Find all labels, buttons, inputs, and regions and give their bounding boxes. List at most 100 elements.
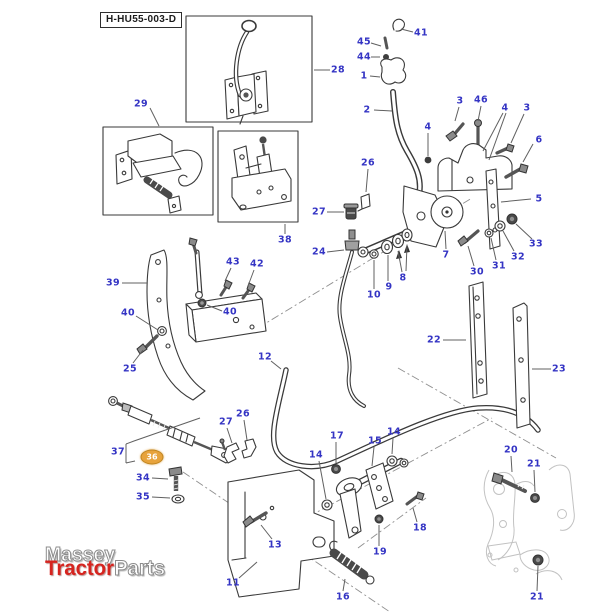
left-bracket-assembly (136, 237, 267, 401)
part-label-5[interactable]: 5 (535, 193, 543, 205)
inset-box-29 (102, 126, 214, 216)
part-label-21[interactable]: 21 (529, 591, 545, 603)
support-bracket-11 (227, 469, 335, 598)
knob-1 (380, 57, 407, 85)
part-label-10[interactable]: 10 (366, 289, 382, 301)
part-label-3[interactable]: 3 (523, 102, 531, 114)
leader-line (260, 524, 273, 540)
part-label-18[interactable]: 18 (412, 522, 428, 534)
part-label-37[interactable]: 37 (110, 446, 126, 458)
pin-45 (383, 36, 389, 50)
part-label-35[interactable]: 35 (135, 491, 151, 503)
part-label-41[interactable]: 41 (413, 27, 429, 39)
leader-line (369, 75, 381, 78)
part-label-13[interactable]: 13 (267, 539, 283, 551)
bolt-20 (500, 478, 527, 493)
leader-line (151, 496, 171, 499)
part-label-42[interactable]: 42 (249, 258, 265, 270)
leader-line (444, 230, 447, 250)
part-label-12[interactable]: 12 (257, 351, 273, 363)
part-label-19[interactable]: 19 (372, 546, 388, 558)
part-label-25[interactable]: 25 (122, 363, 138, 375)
leader-lines (122, 28, 551, 592)
part-label-40[interactable]: 40 (222, 306, 238, 318)
part-label-23[interactable]: 23 (551, 363, 567, 375)
leader-line (151, 477, 169, 480)
part-label-38[interactable]: 38 (277, 234, 293, 246)
fasteners-bottom-right (491, 472, 544, 566)
inset-box-38 (217, 130, 299, 223)
leader-line (482, 112, 504, 152)
part-label-14[interactable]: 14 (308, 449, 324, 461)
leader-line (391, 437, 394, 455)
part-label-21[interactable]: 21 (526, 458, 542, 470)
part-label-6[interactable]: 6 (535, 134, 543, 146)
pivot-bracket-cluster (424, 119, 529, 250)
highlighted-part-marker[interactable]: 36 (140, 449, 164, 465)
part-label-30[interactable]: 30 (469, 266, 485, 278)
leader-line (243, 419, 248, 441)
part-label-43[interactable]: 43 (225, 256, 241, 268)
leader-line (454, 106, 460, 122)
leader-line (206, 304, 223, 312)
gear-lever-assembly (343, 18, 464, 259)
inset-box-28 (185, 15, 313, 125)
part-label-11[interactable]: 11 (225, 577, 241, 589)
part-label-29[interactable]: 29 (133, 98, 149, 110)
part-label-9[interactable]: 9 (385, 281, 393, 293)
leader-line (125, 460, 136, 464)
part-label-7[interactable]: 7 (442, 249, 450, 261)
leader-line (226, 427, 233, 444)
part-label-16[interactable]: 16 (335, 591, 351, 603)
part-label-28[interactable]: 28 (330, 64, 346, 76)
clip-26 (357, 193, 371, 212)
part-label-39[interactable]: 39 (105, 277, 121, 289)
part-label-27[interactable]: 27 (218, 416, 234, 428)
leader-line (536, 565, 539, 592)
leader-line (224, 267, 232, 282)
part-label-17[interactable]: 17 (329, 430, 345, 442)
leader-line (510, 455, 513, 473)
part-label-26[interactable]: 26 (235, 408, 251, 420)
part-label-45[interactable]: 45 (356, 36, 372, 48)
part-label-8[interactable]: 8 (399, 272, 407, 284)
part-label-24[interactable]: 24 (311, 246, 327, 258)
part-label-27[interactable]: 27 (311, 206, 327, 218)
part-label-31[interactable]: 31 (491, 260, 507, 272)
leader-line (370, 42, 382, 47)
leader-line (533, 469, 536, 493)
leader-line (488, 112, 507, 161)
brand-tractor: Tractor (45, 557, 115, 580)
washer-32 (494, 220, 506, 232)
leader-line (371, 446, 375, 467)
part-label-22[interactable]: 22 (426, 334, 442, 346)
part-label-4[interactable]: 4 (501, 102, 509, 114)
part-label-33[interactable]: 33 (528, 238, 544, 250)
part-label-26[interactable]: 26 (360, 157, 376, 169)
part-label-20[interactable]: 20 (503, 444, 519, 456)
mount-bars (468, 281, 531, 429)
leader-line (522, 143, 534, 163)
part-label-34[interactable]: 34 (135, 472, 151, 484)
part-label-14[interactable]: 14 (386, 426, 402, 438)
leader-line (326, 249, 345, 253)
part-label-3[interactable]: 3 (456, 95, 464, 107)
clip-41 (392, 18, 405, 32)
part-label-4[interactable]: 4 (424, 121, 432, 133)
part-label-40[interactable]: 40 (120, 307, 136, 319)
part-label-46[interactable]: 46 (473, 94, 489, 106)
part-label-15[interactable]: 15 (367, 435, 383, 447)
leader-line (412, 507, 418, 523)
washer-14 (321, 499, 333, 511)
bolt-34-washer-35 (168, 466, 185, 504)
part-label-32[interactable]: 32 (510, 251, 526, 263)
leader-line (405, 244, 408, 272)
part-label-2[interactable]: 2 (363, 104, 371, 116)
washer-8 (391, 233, 405, 249)
part-label-44[interactable]: 44 (356, 51, 372, 63)
part-label-1[interactable]: 1 (360, 70, 368, 82)
spring-16 (329, 540, 375, 585)
